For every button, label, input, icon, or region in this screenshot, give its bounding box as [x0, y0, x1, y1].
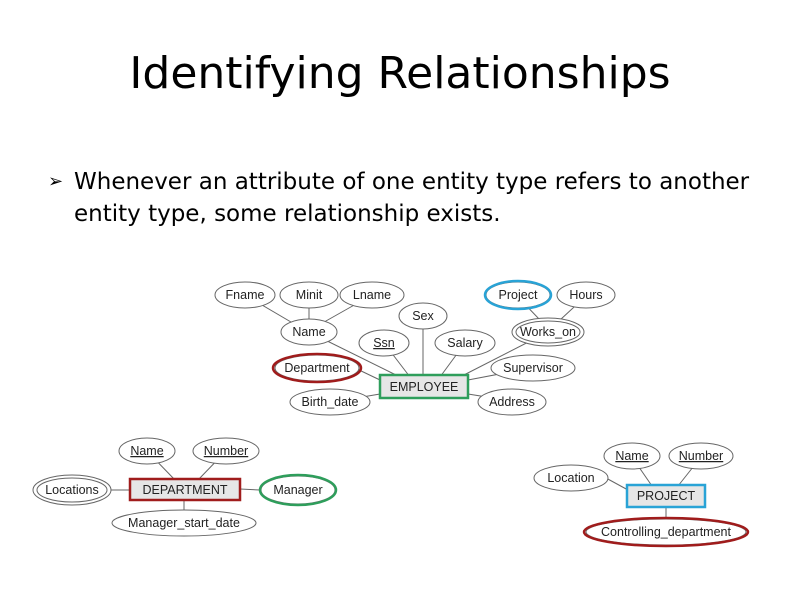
label-location: Location — [547, 471, 594, 485]
label-proj-name: Name — [615, 449, 648, 463]
label-birth-date: Birth_date — [302, 395, 359, 409]
attr-fname — [214, 281, 276, 309]
label-project-entity: PROJECT — [637, 489, 696, 503]
attr-birth-date — [289, 388, 371, 416]
slide-title: Identifying Relationships — [129, 48, 671, 99]
attr-minit — [279, 281, 339, 309]
label-dept-name: Name — [130, 444, 163, 458]
label-locations: Locations — [45, 483, 99, 497]
label-lname: Lname — [353, 288, 391, 302]
label-works-on: Works_on — [520, 325, 576, 339]
entity-department — [128, 477, 242, 502]
label-sex: Sex — [412, 309, 434, 323]
label-address: Address — [489, 395, 535, 409]
attr-address — [477, 388, 547, 416]
label-dept-number: Number — [204, 444, 248, 458]
entity-project — [625, 483, 707, 509]
label-project: Project — [499, 288, 538, 302]
label-name: Name — [292, 325, 325, 339]
label-ssn: Ssn — [373, 336, 395, 350]
bullet-text: Whenever an attribute of one entity type… — [74, 169, 750, 227]
label-manager-start-date: Manager_start_date — [128, 516, 240, 530]
entity-employee — [378, 373, 470, 400]
arrow-bullet-icon: ➢ — [48, 171, 64, 192]
attr-ssn — [358, 329, 410, 357]
label-salary: Salary — [447, 336, 483, 350]
label-department: Department — [284, 361, 350, 375]
bullet-point: ➢ Whenever an attribute of one entity ty… — [48, 166, 768, 230]
attr-supervisor — [490, 354, 576, 382]
label-proj-number: Number — [679, 449, 723, 463]
label-controlling-department: Controlling_department — [601, 525, 731, 539]
attr-name — [280, 318, 338, 346]
label-manager: Manager — [273, 483, 322, 497]
label-employee: EMPLOYEE — [390, 380, 459, 394]
attr-salary — [434, 329, 496, 357]
label-department-entity: DEPARTMENT — [143, 483, 228, 497]
label-minit: Minit — [296, 288, 323, 302]
label-hours: Hours — [569, 288, 602, 302]
label-fname: Fname — [226, 288, 265, 302]
attr-lname — [339, 281, 405, 309]
label-supervisor: Supervisor — [503, 361, 563, 375]
attr-hours — [556, 281, 616, 309]
attr-sex — [398, 302, 448, 330]
